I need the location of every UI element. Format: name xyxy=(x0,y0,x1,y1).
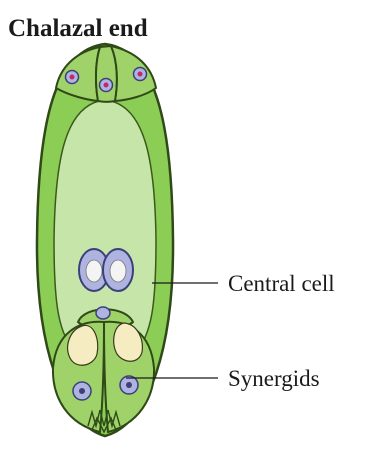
antipodal-nucleolus xyxy=(138,72,143,77)
antipodal-cells xyxy=(56,46,156,102)
title-chalazal-end: Chalazal end xyxy=(8,15,148,42)
polar-nucleus-left-inner xyxy=(86,260,102,282)
antipodal-nucleolus xyxy=(70,75,75,80)
synergid-nucleus-left-inner xyxy=(79,388,85,394)
label-synergids: Synergids xyxy=(228,366,320,391)
synergid-nucleus-right-inner xyxy=(126,382,132,388)
egg-nucleus xyxy=(96,307,110,319)
polar-nucleus-right-inner xyxy=(110,260,126,282)
label-central-cell: Central cell xyxy=(228,271,335,296)
antipodal-nucleolus xyxy=(104,83,109,88)
